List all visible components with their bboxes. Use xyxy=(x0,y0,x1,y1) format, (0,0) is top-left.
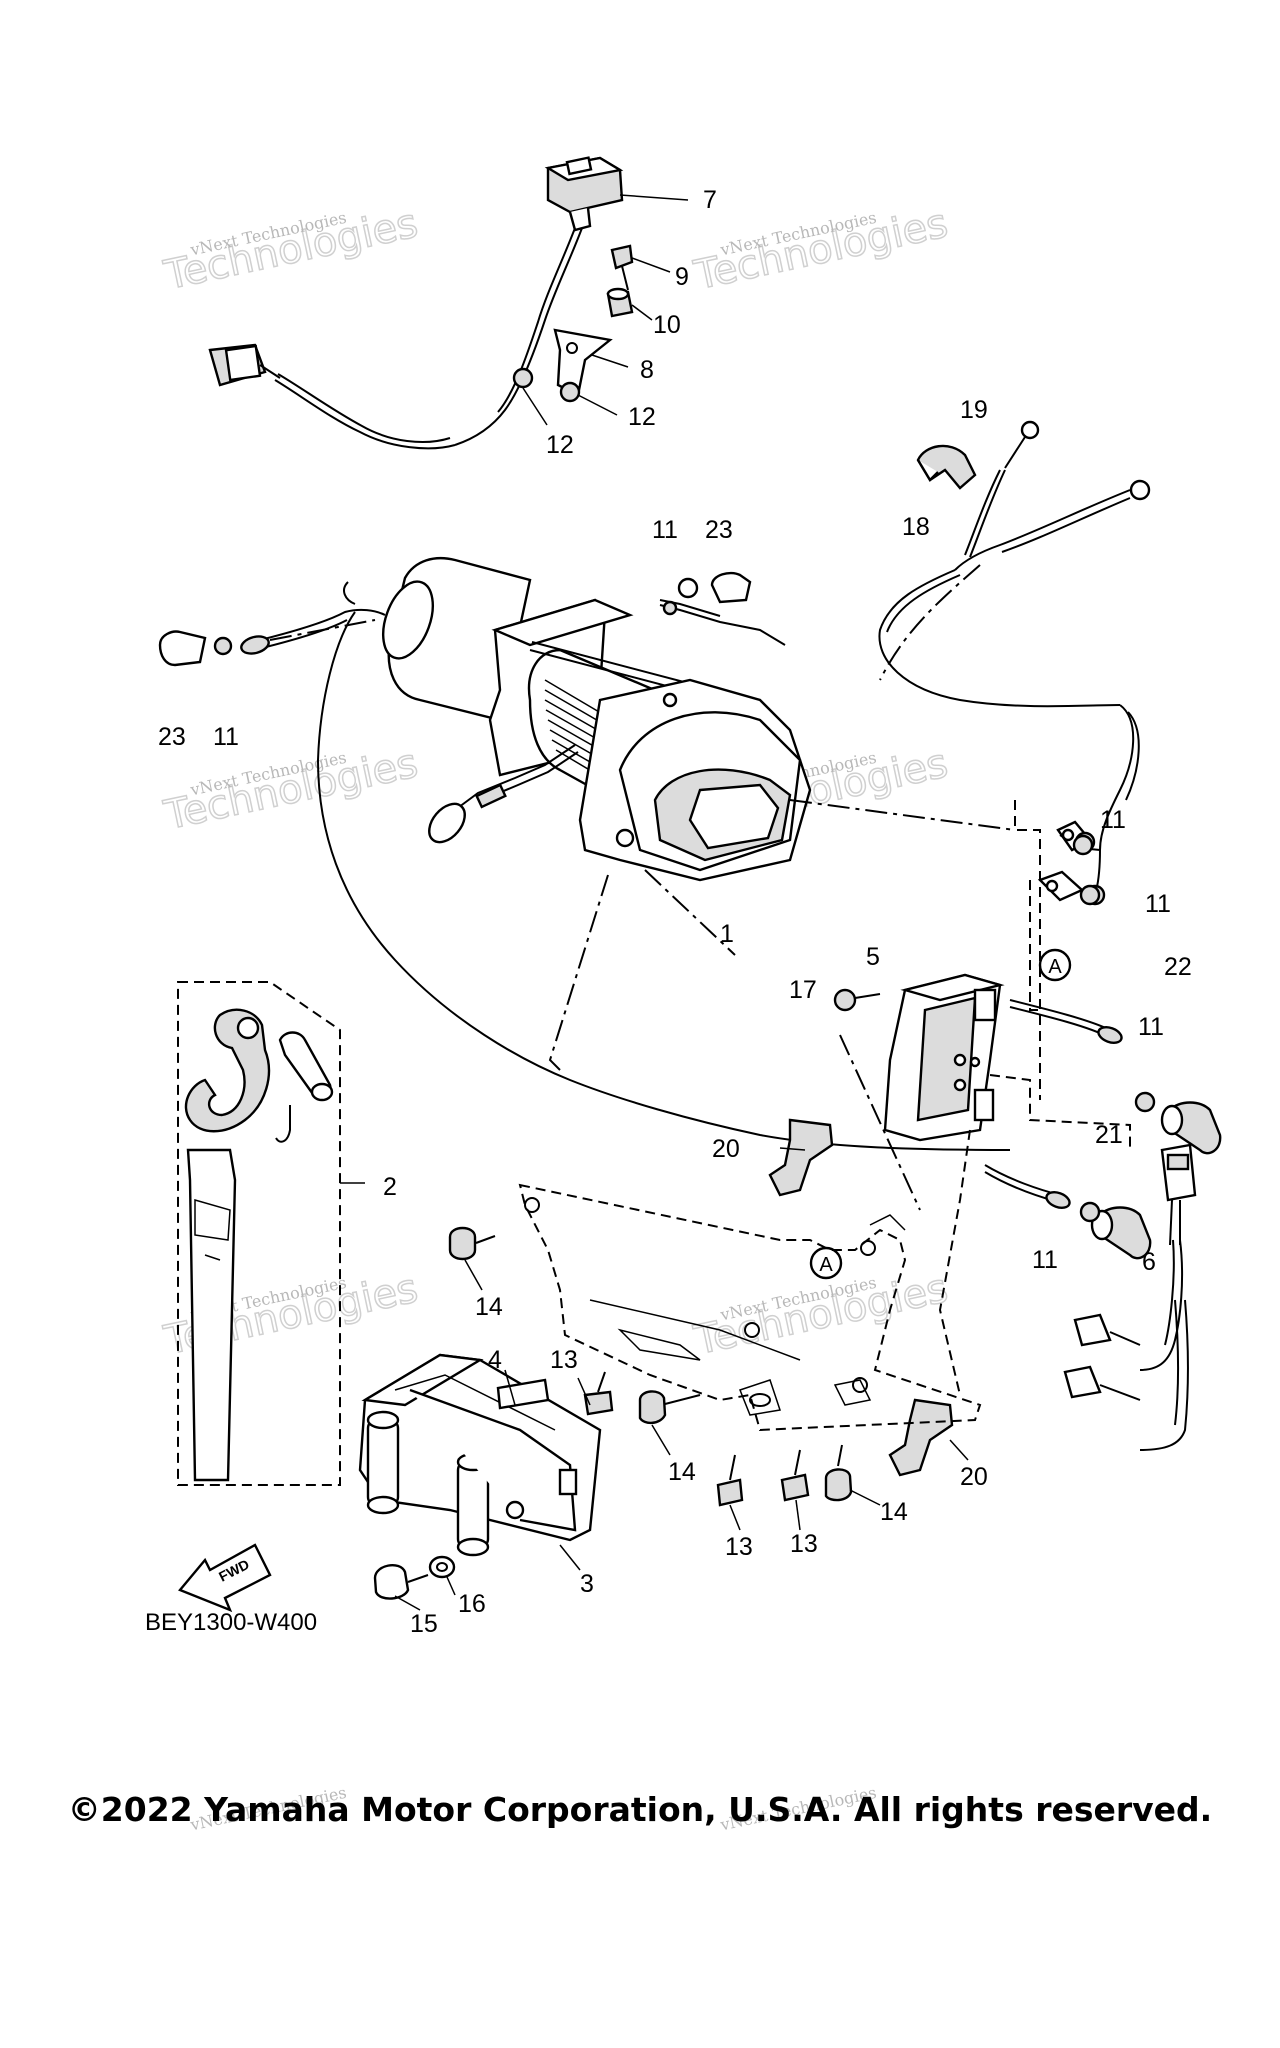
part-11-nut-f xyxy=(1079,1201,1101,1223)
watermark-1: Technologies vNext Technologies xyxy=(159,200,422,300)
watermark-2: Technologies vNext Technologies xyxy=(689,200,952,300)
callout-13-upper: 13 xyxy=(550,1346,578,1374)
callout-1: 1 xyxy=(720,920,734,948)
harness-coupler-lower-b xyxy=(1063,1365,1141,1401)
part-22-cable xyxy=(1009,999,1123,1044)
callout-2: 2 xyxy=(383,1173,397,1201)
part-7-handlebar-switch xyxy=(208,156,624,450)
callout-11-top: 11 xyxy=(652,516,678,544)
part-17-bolt xyxy=(833,988,881,1012)
callout-20-lower: 20 xyxy=(960,1463,988,1491)
callout-23-top: 23 xyxy=(705,516,733,544)
part-14-bolt-b xyxy=(638,1390,701,1425)
callout-4: 4 xyxy=(488,1346,502,1374)
callout-18: 18 xyxy=(902,513,930,541)
harness-coupler-lower-a xyxy=(1073,1313,1141,1347)
reference-a-label: A xyxy=(819,1254,833,1276)
part-2-hook-strap-kit xyxy=(177,981,365,1486)
part-20-clamp-lower xyxy=(888,1398,954,1477)
reference-a-lower: A xyxy=(809,1246,843,1280)
callout-8: 8 xyxy=(640,356,654,384)
callout-11-left: 11 xyxy=(213,723,239,751)
part-11-nut-e xyxy=(1134,1091,1156,1113)
callout-14-left: 14 xyxy=(475,1293,503,1321)
leaders-top xyxy=(522,194,689,426)
callout-19: 19 xyxy=(960,396,988,424)
part-22-cap xyxy=(1160,1101,1222,1155)
callout-11-harness-a: 11 xyxy=(1100,806,1126,834)
leaders-bottom xyxy=(394,1147,969,1611)
callout-11-harness-b: 11 xyxy=(1145,890,1171,918)
part-14-bolt-a xyxy=(448,1226,496,1261)
part-13-bolt-c xyxy=(780,1449,810,1502)
callout-11-relay-a: 11 xyxy=(1138,1013,1164,1041)
callout-12-left: 12 xyxy=(546,431,574,459)
callout-17: 17 xyxy=(789,976,817,1004)
winch-cable-left xyxy=(158,608,386,667)
part-21-cable xyxy=(984,1164,1071,1209)
part-20-clamp-upper xyxy=(768,1118,834,1197)
fwd-arrow-icon: FWD xyxy=(178,1543,272,1613)
relay-leaders xyxy=(938,800,1131,1396)
part-13-bolt-b xyxy=(716,1454,744,1507)
callout-labels: 7 9 10 8 12 12 19 18 11 23 23 11 1 11 11… xyxy=(158,186,1192,1638)
callout-7: 7 xyxy=(703,186,717,214)
part-18-wire-harness xyxy=(878,420,1151,896)
callout-14-center: 14 xyxy=(668,1458,696,1486)
winch-cable-top xyxy=(659,571,786,646)
callout-20-upper: 20 xyxy=(712,1135,740,1163)
part-5-relay xyxy=(883,973,1005,1142)
reference-a-upper: A xyxy=(1038,948,1072,982)
part-3-roller-fairlead xyxy=(358,1353,602,1557)
mounting-plate xyxy=(518,1183,982,1432)
reference-a-label: A xyxy=(1048,956,1062,978)
callout-15: 15 xyxy=(410,1610,438,1638)
part-15-bolt xyxy=(373,1564,429,1600)
part-14-bolt-c xyxy=(824,1444,853,1502)
callout-13-lower-b: 13 xyxy=(790,1530,818,1558)
callout-11-relay-b: 11 xyxy=(1032,1246,1058,1274)
part-10-collar xyxy=(606,287,634,318)
part-13-bolt-a xyxy=(583,1371,614,1416)
callout-22: 22 xyxy=(1164,953,1192,981)
part-1-winch-assembly xyxy=(382,556,812,882)
callout-13-lower-a: 13 xyxy=(725,1533,753,1561)
part-16-washer xyxy=(428,1555,456,1579)
callout-6: 6 xyxy=(1142,1248,1156,1276)
callout-9: 9 xyxy=(675,263,689,291)
copyright-notice: ©2022 Yamaha Motor Corporation, U.S.A. A… xyxy=(67,1790,1213,1829)
callout-3: 3 xyxy=(580,1570,594,1598)
callout-14-right: 14 xyxy=(880,1498,908,1526)
part-21-cap xyxy=(1090,1206,1152,1260)
assembly-centerlines xyxy=(548,799,1016,1211)
part-19-clamp xyxy=(916,444,977,490)
callout-10: 10 xyxy=(653,311,681,339)
callout-12-right: 12 xyxy=(628,403,656,431)
callout-21: 21 xyxy=(1095,1121,1123,1149)
part-12-screw-b xyxy=(559,381,581,403)
part-11-nut-top-b xyxy=(1079,884,1101,906)
part-11-nut-top-a xyxy=(1072,834,1094,856)
callout-16: 16 xyxy=(458,1590,486,1618)
part-9-bolt xyxy=(610,244,634,291)
callout-5: 5 xyxy=(866,943,880,971)
watermark-3: Technologies vNext Technologies xyxy=(159,740,422,840)
figure-code: BEY1300-W400 xyxy=(145,1609,317,1636)
part-12-screw-a xyxy=(512,367,534,389)
part-6-coupler xyxy=(1139,1143,1197,1451)
callout-23-left: 23 xyxy=(158,723,186,751)
